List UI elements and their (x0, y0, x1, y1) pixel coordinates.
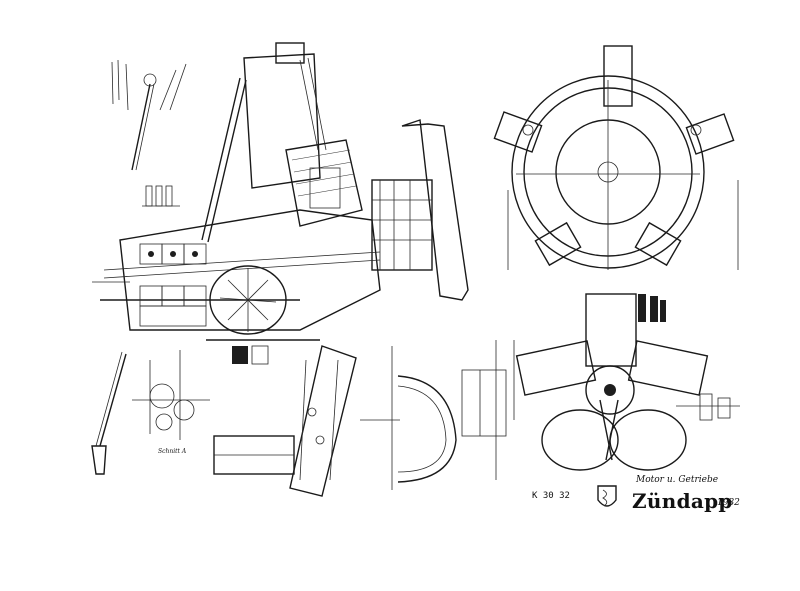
radial-engine-front-view (493, 45, 739, 270)
arc-section-detail (360, 346, 507, 490)
spring-detail (142, 185, 180, 207)
drawing-number: K 30 32 (532, 491, 570, 501)
engine-side-section-view (92, 42, 469, 365)
drawing-caption: Motor u. Getriebe (636, 475, 719, 485)
gearbox-section (139, 243, 207, 327)
crankshaft-detail (213, 345, 357, 497)
radial-engine-section-view (495, 293, 740, 480)
lower-left-details (91, 350, 210, 475)
detail-small-parts (111, 59, 187, 207)
brand-name: Zündapp (632, 489, 733, 513)
drawing-year: 1932 (717, 498, 740, 508)
zundapp-shield-logo-icon (597, 485, 617, 507)
section-note: Schnitt A (158, 448, 187, 455)
